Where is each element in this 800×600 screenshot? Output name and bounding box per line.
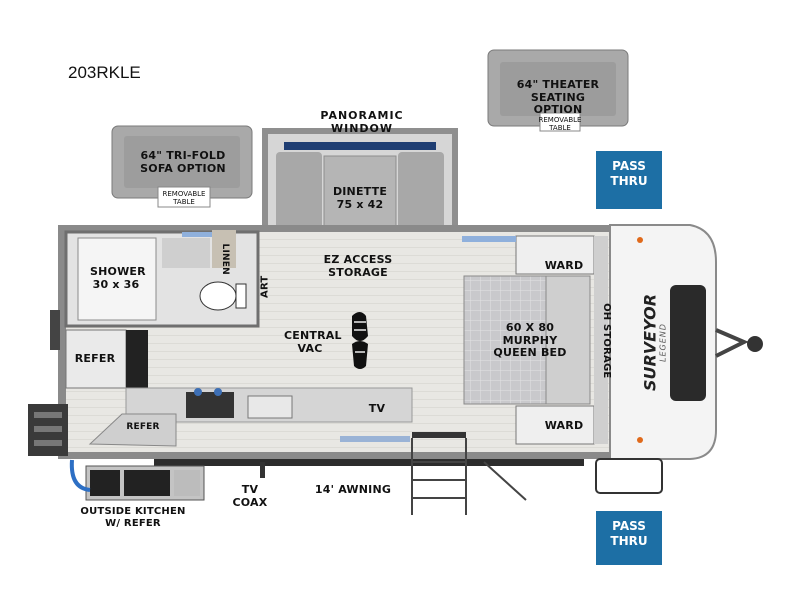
theater-seating-option: [487, 49, 629, 132]
panoramic-window-label: PANORAMIC WINDOW: [320, 109, 404, 135]
dinette-label: DINETTE 75 x 42: [332, 185, 388, 211]
model-name: 203RKLE: [68, 63, 141, 82]
front-cap: [609, 224, 763, 460]
ward-bottom-label: WARD: [544, 419, 584, 432]
outside-kitchen: [69, 459, 205, 501]
shower-label: SHOWER 30 x 36: [90, 265, 146, 291]
outside-kitchen-label: OUTSIDE KITCHEN W/ REFER: [80, 506, 186, 529]
sofa-option-label: 64" TRI-FOLD SOFA OPTION: [140, 149, 226, 175]
awning-label: 14' AWNING: [314, 483, 392, 496]
removable-table-label-2: REMOVABLE TABLE: [162, 190, 206, 207]
art-label: ART: [259, 275, 271, 298]
brand-logo: SURVEYOR LEGEND: [640, 288, 668, 398]
tv-coax-label: TV COAX: [232, 483, 268, 509]
kitchen-counter: [88, 387, 413, 447]
tri-fold-sofa-option: [111, 125, 253, 208]
linen-label: LINEN: [220, 243, 231, 275]
brand-name: SURVEYOR: [640, 293, 660, 392]
ez-access-label: EZ ACCESS STORAGE: [323, 253, 393, 279]
refer-label: REFER: [74, 352, 116, 365]
central-vac-footprint: [352, 312, 368, 369]
bathroom: [64, 230, 260, 328]
bed-area: [463, 235, 608, 445]
oh-storage-label: OH STORAGE: [600, 303, 612, 379]
refrigerator: [65, 329, 148, 389]
ward-top-label: WARD: [544, 259, 584, 272]
refer-small-label: REFER: [126, 422, 160, 432]
murphy-bed-label: 60 X 80 MURPHY QUEEN BED: [493, 321, 567, 360]
removable-table-label-1: REMOVABLE TABLE: [538, 116, 582, 133]
tv-label: TV: [368, 402, 386, 415]
theater-seating-label: 64" THEATER SEATING OPTION: [516, 78, 600, 117]
central-vac-label: CENTRAL VAC: [284, 329, 342, 355]
pass-thru-top: PASS THRU: [596, 151, 662, 209]
pass-thru-bottom: PASS THRU: [596, 511, 662, 565]
brand-sub: LEGEND: [658, 323, 668, 362]
